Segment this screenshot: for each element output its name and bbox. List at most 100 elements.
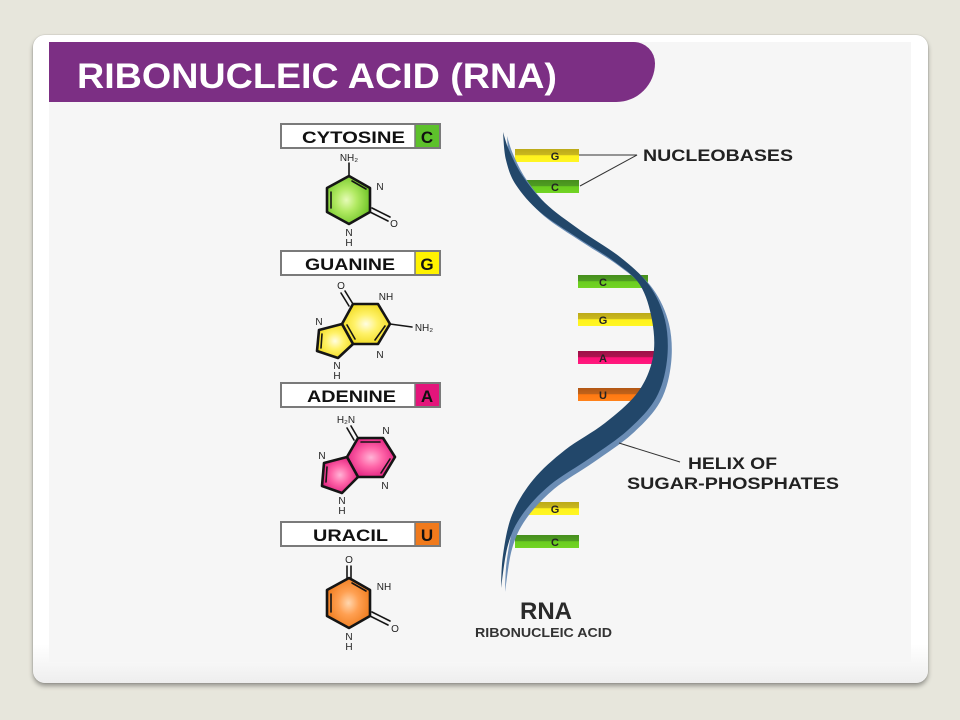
atom-label: H xyxy=(333,371,340,382)
base-bar-letter: C xyxy=(599,277,607,289)
base-label-uracil: URACIL U xyxy=(280,521,441,547)
atom-label: N xyxy=(376,350,383,361)
base-bar xyxy=(578,351,658,364)
strand-base: U xyxy=(578,388,646,402)
letter-swatch xyxy=(415,125,439,147)
double-bond xyxy=(320,333,323,349)
atom-label: N xyxy=(381,481,388,492)
cytosine-structure-icon: NH₂ N O N H xyxy=(325,153,398,249)
base-letter: G xyxy=(420,255,433,274)
callout-label: HELIX OF xyxy=(688,454,777,473)
strand-base: C xyxy=(578,275,648,289)
base-label-guanine: GUANINE G xyxy=(280,250,441,276)
ring xyxy=(325,174,372,226)
double-bond xyxy=(374,325,386,341)
base-bar xyxy=(515,149,579,162)
bond xyxy=(369,211,389,222)
atom-label: N xyxy=(333,361,340,372)
atom-label: H xyxy=(338,506,345,517)
nucleobases-callout: NUCLEOBASES xyxy=(579,146,793,187)
callout-line xyxy=(618,442,681,463)
label-box xyxy=(280,250,441,276)
strand-base: G xyxy=(515,149,579,163)
base-bar xyxy=(522,180,579,193)
base-bar xyxy=(578,275,648,288)
atom-label: NH₂ xyxy=(415,323,433,334)
base-name: URACIL xyxy=(313,526,388,545)
bond xyxy=(369,615,389,626)
atom-label: N xyxy=(382,426,389,437)
ring xyxy=(320,455,360,495)
helix-backbone xyxy=(501,132,668,588)
page-title: RIBONUCLEIC ACID (RNA) xyxy=(77,57,557,96)
atom-label: N xyxy=(315,317,322,328)
base-bar-letter: C xyxy=(551,182,559,194)
atom-label: N xyxy=(345,228,352,239)
base-label-cytosine: CYTOSINE C xyxy=(280,123,441,149)
letter-swatch xyxy=(415,252,439,274)
strand-bases: G C C G A U G C xyxy=(515,149,658,549)
double-bond xyxy=(380,458,391,474)
atom-label: NH₂ xyxy=(340,153,358,164)
strand-base: A xyxy=(578,351,658,365)
base-bar-letter: G xyxy=(551,504,560,516)
letter-swatch xyxy=(415,523,439,545)
base-name: ADENINE xyxy=(307,387,396,406)
atom-label: N xyxy=(318,451,325,462)
atom-label: N xyxy=(338,496,345,507)
atom-label: N xyxy=(376,182,383,193)
letter-swatch xyxy=(415,384,439,406)
atom-label: H xyxy=(345,642,352,653)
atom-label: H xyxy=(345,238,352,249)
bond xyxy=(346,427,355,441)
base-bar-letter: C xyxy=(551,537,559,549)
strand-base: G xyxy=(578,313,658,327)
double-bond xyxy=(351,180,367,190)
atom-label: O xyxy=(337,281,345,292)
atom-label: H₂N xyxy=(337,415,355,426)
double-bond xyxy=(346,324,356,340)
adenine-structure-icon: H₂N N N N N H xyxy=(318,415,397,517)
atom-label: N xyxy=(345,632,352,643)
atom-label: NH xyxy=(377,582,391,593)
ring xyxy=(315,322,355,360)
callout-label: SUGAR-PHOSPHATES xyxy=(627,474,839,493)
atom-label: NH xyxy=(379,292,393,303)
bond xyxy=(371,207,391,218)
base-letter: C xyxy=(421,128,433,147)
double-bond xyxy=(351,582,367,592)
base-bar xyxy=(578,388,646,401)
guanine-structure-icon: O NH NH₂ N N N H xyxy=(315,281,433,382)
helix-callout: HELIX OF SUGAR-PHOSPHATES xyxy=(618,442,839,493)
base-letter: A xyxy=(421,387,433,406)
bond xyxy=(389,323,413,328)
base-name: GUANINE xyxy=(305,255,395,274)
uracil-structure-icon: O NH O N H xyxy=(325,555,399,653)
atom-label: O xyxy=(390,219,398,230)
atom-label: O xyxy=(391,624,399,635)
strand-base: C xyxy=(522,180,579,194)
base-letter: U xyxy=(421,526,433,545)
base-bar-letter: G xyxy=(599,315,608,327)
base-bar-letter: A xyxy=(599,353,607,365)
callout-label: NUCLEOBASES xyxy=(643,146,793,165)
atom-label: O xyxy=(345,555,353,566)
bond xyxy=(344,290,354,305)
bond xyxy=(340,292,350,307)
bond xyxy=(350,425,359,439)
base-label-adenine: ADENINE A xyxy=(280,382,441,408)
caption-subtitle: RIBONUCLEIC ACID xyxy=(475,625,612,640)
caption-title: RNA xyxy=(520,598,572,625)
label-box xyxy=(280,123,441,149)
base-bar xyxy=(515,535,579,548)
label-box xyxy=(280,382,441,408)
strand-base: C xyxy=(515,535,579,549)
title-banner xyxy=(49,42,655,102)
ring xyxy=(325,576,372,630)
bond xyxy=(371,611,391,622)
base-bar xyxy=(578,313,658,326)
label-box xyxy=(280,521,441,547)
double-bond xyxy=(325,466,328,483)
slide-canvas xyxy=(49,42,911,662)
